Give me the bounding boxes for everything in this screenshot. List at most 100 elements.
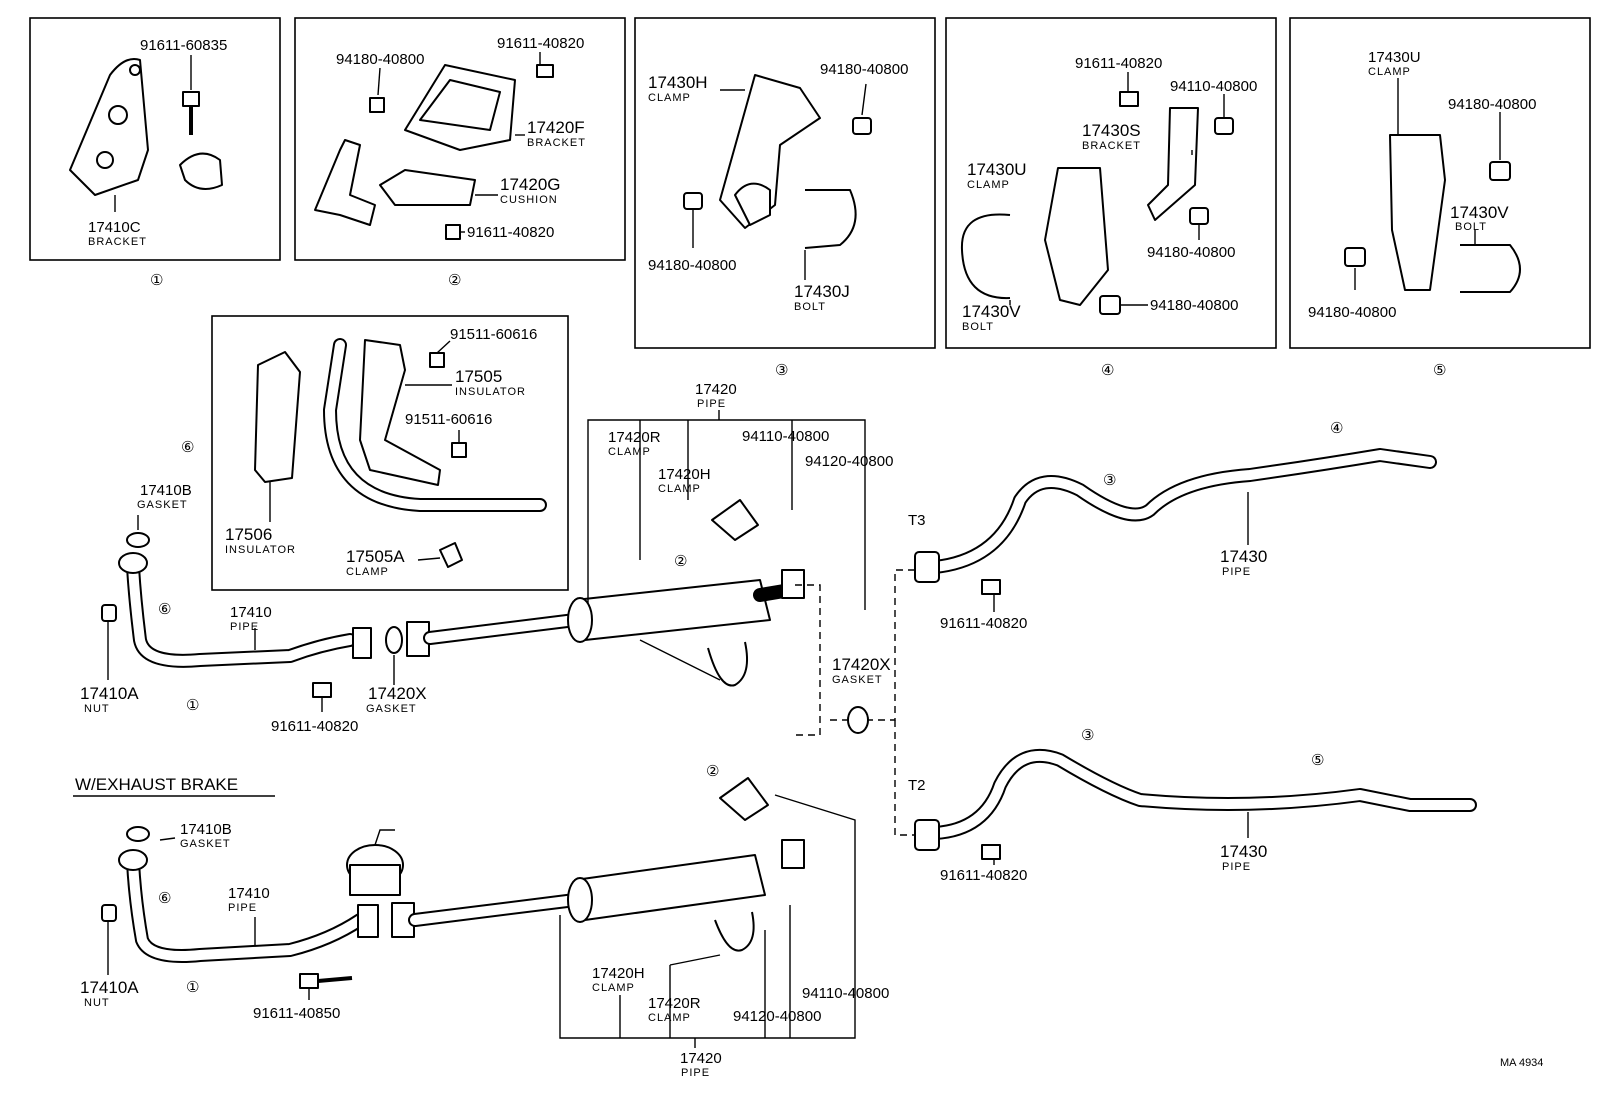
u-bolt-17430v-shape-b5 xyxy=(1460,244,1521,293)
gasket-17420x-shape xyxy=(385,626,403,654)
support-shape xyxy=(314,139,376,226)
screw-top-6-shape xyxy=(429,352,445,368)
label-b2-cushion: 17420G xyxy=(500,175,561,194)
label-t3-bolt: 91611-40820 xyxy=(940,615,1027,632)
label-m-clamp-h-sub: CLAMP xyxy=(658,483,701,495)
label-m-gasket-x-sub: GASKET xyxy=(366,703,417,715)
label-m-clamp-h: 17420H xyxy=(658,466,711,483)
label-eb-clamp-r: 17420R xyxy=(648,995,701,1012)
label-b4-clamp: 17430U xyxy=(967,160,1027,179)
bolt-91611-b4-shape xyxy=(1119,91,1139,107)
label-eb-gasket-b-sub: GASKET xyxy=(180,838,231,850)
label-b2-num: ② xyxy=(448,272,461,289)
label-b5-clamp-sub: CLAMP xyxy=(1368,66,1411,78)
bolt-91611-60835-shape xyxy=(182,91,200,135)
clamp-17420h-top-shape xyxy=(711,499,759,541)
label-m-nut2: 94120-40800 xyxy=(805,453,893,470)
label-b2-bracket: 17420F xyxy=(527,118,585,137)
label-eb-clamp-h: 17420H xyxy=(592,965,645,982)
tail-pipe-t3-shape xyxy=(928,448,1437,574)
flange-joint-shape xyxy=(352,627,372,659)
detail-box-1 xyxy=(29,17,281,261)
label-b3-bolt: 17430J xyxy=(794,282,850,301)
label-m-clamp-r-sub: CLAMP xyxy=(608,446,651,458)
label-b1-bolt: 91611-60835 xyxy=(140,37,227,54)
nut-mid-b4-shape xyxy=(1189,207,1209,225)
detail-box-6 xyxy=(211,315,569,591)
label-b4-ubolt: 17430V xyxy=(962,302,1021,321)
label-eb-pipe2-sub: PIPE xyxy=(681,1067,710,1079)
label-b5-clamp: 17430U xyxy=(1368,49,1421,66)
label-b2-bolt-top: 91611-40820 xyxy=(497,35,584,52)
detail-box-3 xyxy=(634,17,936,349)
insulator-17505-shape xyxy=(359,339,441,486)
label-t3-num4: ④ xyxy=(1330,420,1343,437)
flange-t3-shape xyxy=(914,551,940,583)
nut-bottom-b4-shape xyxy=(1099,295,1121,315)
bolt-t2-shape xyxy=(981,844,1001,860)
nut-17410a-shape xyxy=(101,604,117,622)
label-t2-pipe-sub: PIPE xyxy=(1222,861,1251,873)
screw-mid-6-shape xyxy=(451,442,467,458)
eb-muffler-shape xyxy=(567,854,766,923)
flange-t2-shape xyxy=(914,819,940,851)
flange-top-shape xyxy=(118,552,148,574)
bolt-t3-shape xyxy=(981,579,1001,595)
bracket-17410c-shape xyxy=(69,58,149,196)
label-m-washer: 94110-40800 xyxy=(742,428,829,445)
label-c-gasket-x: 17420X xyxy=(832,655,891,674)
label-eb-title: W/EXHAUST BRAKE xyxy=(75,775,238,794)
label-t3: T3 xyxy=(908,512,926,529)
label-b2-bolt-bottom: 91611-40820 xyxy=(467,224,554,241)
label-b3-nut-top: 94180-40800 xyxy=(820,61,908,78)
nut-bottom-shape xyxy=(683,192,703,210)
label-b5-num: ⑤ xyxy=(1433,362,1446,379)
eb-clamp-17420r-shape xyxy=(714,911,755,952)
label-m-gasket-b-sub: GASKET xyxy=(137,499,188,511)
label-t2-pipe: 17430 xyxy=(1220,842,1267,861)
hanger-top-shape xyxy=(781,569,805,599)
clamp-17420r-top-shape xyxy=(707,641,748,687)
label-b4-bracket: 17430S xyxy=(1082,121,1141,140)
label-b6-insulator2-sub: INSULATOR xyxy=(225,544,296,556)
label-eb-bolt: 91611-40850 xyxy=(253,1005,340,1022)
label-b2-bracket-sub: BRACKET xyxy=(527,137,586,149)
nut-top-b5-shape xyxy=(1489,161,1511,181)
u-bolt-17430v-shape-b4 xyxy=(960,213,1011,300)
label-b2-nut: 94180-40800 xyxy=(336,51,424,68)
label-b4-washer: 94110-40800 xyxy=(1170,78,1257,95)
label-t3-pipe: 17430 xyxy=(1220,547,1267,566)
label-t3-pipe-sub: PIPE xyxy=(1222,566,1251,578)
label-b6-num: ⑥ xyxy=(181,439,194,456)
label-m-num6: ⑥ xyxy=(158,601,171,618)
bolt-bottom-shape xyxy=(445,224,461,240)
eb-hanger-shape xyxy=(781,839,805,869)
clamp-ring-shape xyxy=(179,152,223,190)
detail-box-2 xyxy=(294,17,626,261)
muffler-top-shape xyxy=(567,579,771,643)
label-m-clamp-r: 17420R xyxy=(608,429,661,446)
label-b4-ubolt-sub: BOLT xyxy=(962,321,994,333)
label-b4-nut-mid: 94180-40800 xyxy=(1147,244,1235,261)
clamp-17430h-shape xyxy=(719,74,821,229)
label-b6-insulator-sub: INSULATOR xyxy=(455,386,526,398)
detail-box-5 xyxy=(1289,17,1591,349)
label-b4-bracket-sub: BRACKET xyxy=(1082,140,1141,152)
nut-94180-shape xyxy=(369,97,385,113)
label-eb-washer: 94110-40800 xyxy=(802,985,889,1002)
label-m-gasket-x: 17420X xyxy=(368,684,427,703)
label-b5-nut-top: 94180-40800 xyxy=(1448,96,1536,113)
label-c-gasket-x-sub: GASKET xyxy=(832,674,883,686)
label-eb-pipe2: 17420 xyxy=(680,1050,722,1067)
clamp-17430u-shape-b4 xyxy=(1044,167,1109,306)
label-b4-bolt: 91611-40820 xyxy=(1075,55,1162,72)
clamp-17430u-shape-b5 xyxy=(1389,134,1446,291)
label-m-nut-sub: NUT xyxy=(84,703,110,715)
label-m-pipe: 17410 xyxy=(230,604,272,621)
label-t3-num3: ③ xyxy=(1103,472,1116,489)
label-eb-nut-sub: NUT xyxy=(84,997,110,1009)
bolt-91611-main-shape xyxy=(312,682,332,698)
label-b6-clamp-sub: CLAMP xyxy=(346,566,389,578)
label-b1-bracket-sub: BRACKET xyxy=(88,236,147,248)
